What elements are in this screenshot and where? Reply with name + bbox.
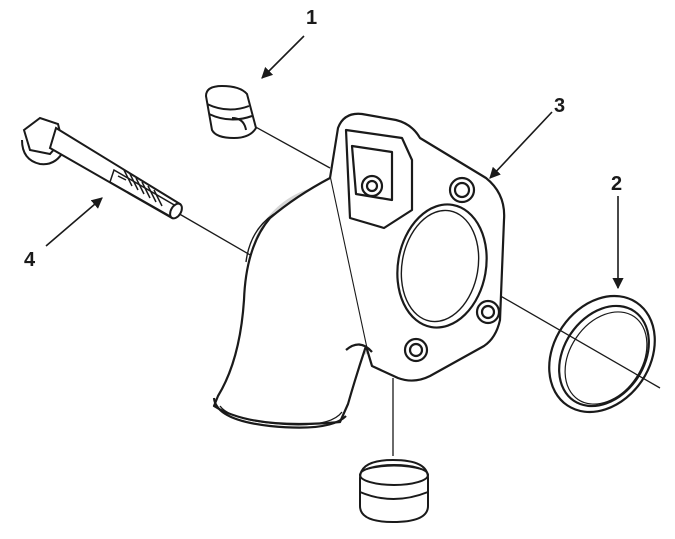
- callout-1: 1: [306, 7, 318, 29]
- arrow-4: [45, 197, 103, 247]
- leader-arrows: [45, 35, 624, 290]
- plug-top: [204, 84, 258, 140]
- seal-ring: [548, 294, 656, 414]
- bolt: [21, 116, 183, 220]
- plug-bottom: [359, 458, 429, 524]
- arrow-1: [261, 35, 305, 79]
- callout-4: 4: [24, 249, 36, 271]
- arrow-3: [489, 111, 553, 179]
- elbow-housing: [212, 112, 506, 429]
- callout-3: 3: [554, 95, 566, 117]
- callout-2: 2: [611, 173, 623, 195]
